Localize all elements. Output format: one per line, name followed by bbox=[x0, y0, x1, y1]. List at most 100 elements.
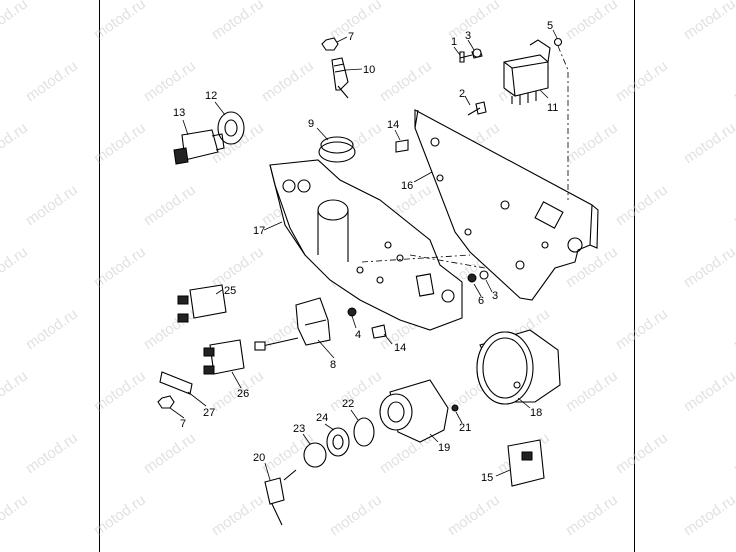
watermark-text: motod.ru bbox=[91, 367, 149, 415]
watermark-text: motod.ru bbox=[0, 367, 31, 415]
callout-9: 9 bbox=[308, 118, 314, 130]
callout-21: 21 bbox=[459, 422, 471, 434]
watermark-text: motod.ru bbox=[209, 243, 267, 291]
callout-24: 24 bbox=[316, 412, 328, 424]
callout-3-lower: 3 bbox=[492, 290, 498, 302]
callout-6: 6 bbox=[478, 295, 484, 307]
watermark-text: motod.ru bbox=[563, 367, 621, 415]
key-20 bbox=[264, 469, 297, 526]
watermark-text: motod.ru bbox=[23, 181, 81, 229]
assembly-line bbox=[557, 45, 569, 200]
nut-5 bbox=[553, 37, 563, 47]
nut-6 bbox=[467, 273, 477, 283]
watermark-text: motod.ru bbox=[731, 305, 736, 353]
callout-22: 22 bbox=[342, 398, 354, 410]
nut-23 bbox=[303, 442, 327, 468]
watermark-text: motod.ru bbox=[0, 0, 31, 43]
watermark-text: motod.ru bbox=[141, 429, 199, 477]
watermark-text: motod.ru bbox=[731, 429, 736, 477]
callout-12: 12 bbox=[205, 90, 217, 102]
callout-4: 4 bbox=[355, 329, 361, 341]
watermark-text: motod.ru bbox=[23, 429, 81, 477]
watermark-text: motod.ru bbox=[0, 119, 31, 167]
callout-20: 20 bbox=[253, 452, 265, 464]
washer-3-lower bbox=[479, 270, 489, 280]
callout-18: 18 bbox=[530, 407, 542, 419]
watermark-text: motod.ru bbox=[23, 57, 81, 105]
callout-23: 23 bbox=[293, 423, 305, 435]
plug-15 bbox=[507, 439, 545, 487]
watermark-text: motod.ru bbox=[731, 57, 736, 105]
callout-labels: 1 2 3 3 4 5 6 7 7 8 9 10 11 12 13 14 14 … bbox=[173, 20, 558, 484]
callout-27: 27 bbox=[203, 407, 215, 419]
watermark-text: motod.ru bbox=[731, 181, 736, 229]
callout-10: 10 bbox=[363, 64, 375, 76]
callout-2: 2 bbox=[459, 88, 465, 100]
callout-14-lower: 14 bbox=[394, 342, 406, 354]
circuit-breaker-26 bbox=[203, 339, 245, 375]
watermark-text: motod.ru bbox=[0, 243, 31, 291]
washer-12 bbox=[217, 111, 245, 145]
watermark-text: motod.ru bbox=[613, 181, 671, 229]
ignition-switch-19 bbox=[379, 379, 459, 443]
watermark-text: motod.ru bbox=[445, 491, 503, 539]
watermark-text: motod.ru bbox=[259, 57, 317, 105]
watermark-text: motod.ru bbox=[613, 305, 671, 353]
callout-5: 5 bbox=[547, 20, 553, 32]
callout-8: 8 bbox=[330, 359, 336, 371]
screw-14-lower bbox=[371, 324, 387, 339]
callout-16: 16 bbox=[401, 180, 413, 192]
callout-3-top: 3 bbox=[465, 30, 471, 42]
watermark-text: motod.ru bbox=[377, 57, 435, 105]
mounting-plate-16 bbox=[414, 109, 599, 301]
strap-27 bbox=[159, 371, 193, 395]
clip-8 bbox=[254, 297, 331, 351]
watermark-text: motod.ru bbox=[0, 491, 31, 539]
watermark-text: motod.ru bbox=[91, 119, 149, 167]
watermark-text: motod.ru bbox=[141, 181, 199, 229]
nut-7-lower bbox=[157, 395, 175, 409]
callout-17: 17 bbox=[253, 225, 265, 237]
watermark-text: motod.ru bbox=[327, 491, 385, 539]
watermark-text: motod.ru bbox=[613, 57, 671, 105]
nut-7-top bbox=[321, 37, 339, 51]
callout-19: 19 bbox=[438, 442, 450, 454]
callout-7-lower: 7 bbox=[180, 418, 186, 430]
diagram-frame bbox=[99, 0, 635, 552]
switch-13 bbox=[173, 129, 225, 165]
watermark-text: motod.ru bbox=[681, 0, 736, 43]
leader-lines bbox=[169, 29, 558, 481]
watermark-text: motod.ru bbox=[563, 119, 621, 167]
bracket-17 bbox=[269, 159, 486, 331]
washer-24 bbox=[326, 427, 350, 457]
callout-1: 1 bbox=[451, 36, 457, 48]
watermark-text: motod.ru bbox=[327, 367, 385, 415]
watermark-text: motod.ru bbox=[681, 367, 736, 415]
watermark-text: motod.ru bbox=[91, 243, 149, 291]
callout-7-top: 7 bbox=[348, 31, 354, 43]
watermark-text: motod.ru bbox=[563, 0, 621, 43]
watermark-text: motod.ru bbox=[681, 243, 736, 291]
watermark-text: motod.ru bbox=[91, 0, 149, 43]
screw-2 bbox=[467, 101, 487, 116]
grommet-9 bbox=[318, 136, 356, 163]
callout-11: 11 bbox=[547, 102, 558, 114]
gasket-22 bbox=[353, 417, 375, 447]
callout-14-upper: 14 bbox=[387, 119, 399, 131]
callout-25: 25 bbox=[224, 285, 236, 297]
watermark-text: motod.ru bbox=[141, 305, 199, 353]
watermark-text: motod.ru bbox=[209, 491, 267, 539]
watermark-text: motod.ru bbox=[91, 491, 149, 539]
watermark-text: motod.ru bbox=[613, 429, 671, 477]
watermark-text: motod.ru bbox=[209, 0, 267, 43]
relay-11 bbox=[503, 39, 551, 105]
washer-3 bbox=[472, 48, 482, 58]
watermark-text: motod.ru bbox=[327, 0, 385, 43]
cover-18 bbox=[476, 329, 561, 405]
screw-14-upper bbox=[395, 139, 409, 153]
watermark-text: motod.ru bbox=[563, 491, 621, 539]
nut-4 bbox=[347, 307, 357, 317]
callout-15: 15 bbox=[481, 472, 493, 484]
watermark-text: motod.ru bbox=[681, 491, 736, 539]
